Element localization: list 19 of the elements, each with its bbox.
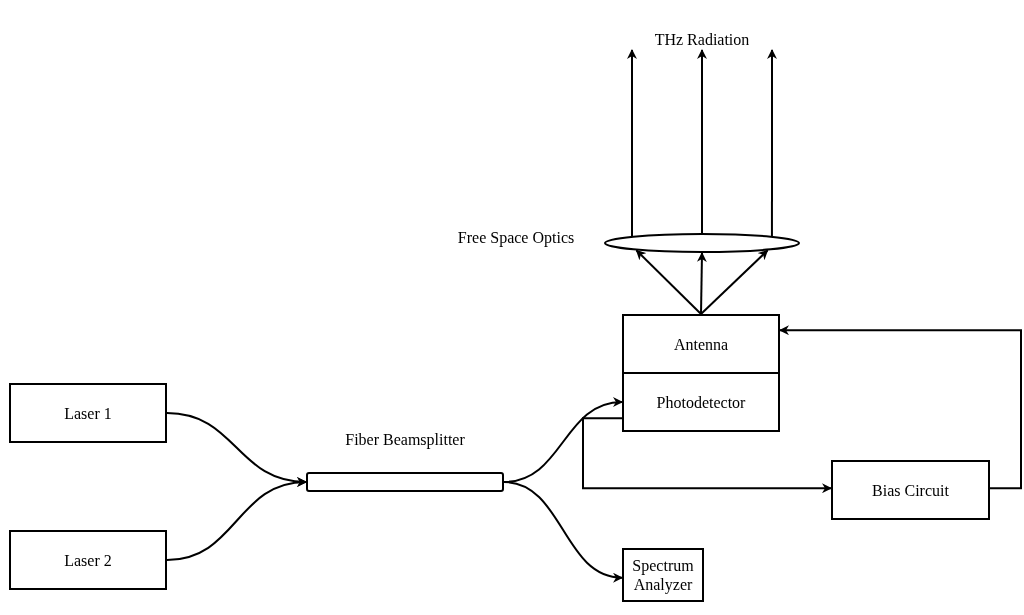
arrow <box>779 325 1022 490</box>
arrow <box>767 49 777 237</box>
arrow <box>697 49 707 234</box>
arrow <box>700 249 769 315</box>
process-box: Antenna <box>622 314 780 374</box>
caption-text: Free Space Optics <box>456 228 576 248</box>
process-box: Laser 1 <box>9 383 167 443</box>
text-label: THz Radiation <box>612 2 792 50</box>
arrow <box>627 49 637 237</box>
arrow <box>582 417 832 494</box>
process-box: Laser 2 <box>9 530 167 590</box>
arrow <box>166 477 307 561</box>
arrow <box>635 249 702 315</box>
process-box: Bias Circuit <box>831 460 990 520</box>
component-label: Fiber Beamsplitter <box>344 430 466 450</box>
process-box: Photodetector <box>622 372 780 432</box>
process-box: Spectrum Analyzer <box>622 548 704 602</box>
arrow <box>503 481 623 582</box>
arrow <box>696 252 707 315</box>
